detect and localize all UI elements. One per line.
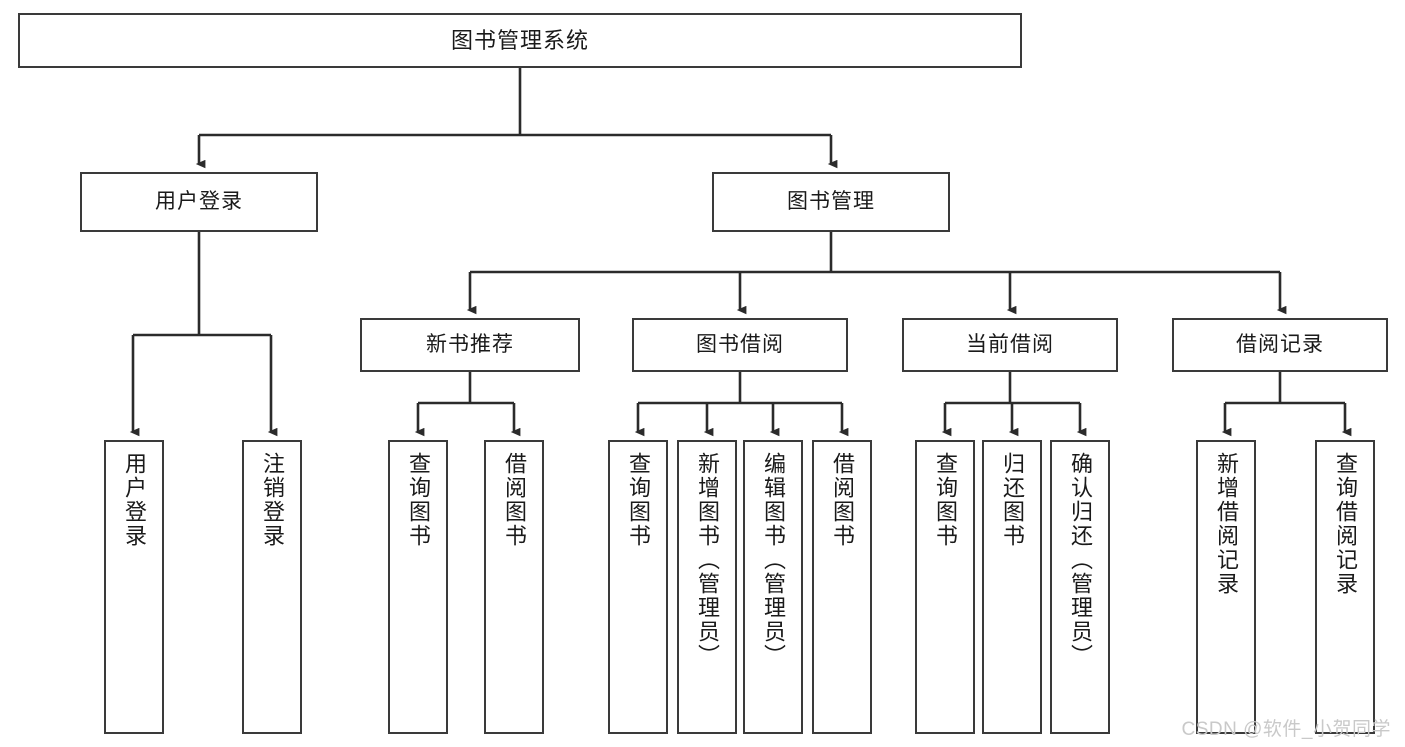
node-new-book-recommend[interactable]: 新书推荐: [360, 318, 580, 372]
watermark: CSDN @软件_小贺同学: [1181, 719, 1391, 740]
node-label: 借阅记录: [1236, 332, 1324, 356]
leaf-user-login[interactable]: 用户登录: [104, 440, 164, 734]
leaf-borrow-books[interactable]: 借阅图书: [812, 440, 872, 734]
node-label: 编辑图书（管理员）: [760, 452, 786, 668]
leaf-edit-book-admin[interactable]: 编辑图书（管理员）: [743, 440, 803, 734]
node-label: 确认归还（管理员）: [1067, 452, 1093, 668]
node-label: 查询图书: [405, 452, 431, 548]
node-book-borrow[interactable]: 图书借阅: [632, 318, 848, 372]
node-label: 图书管理: [787, 189, 875, 213]
leaf-logout[interactable]: 注销登录: [242, 440, 302, 734]
node-label: 归还图书: [999, 452, 1025, 548]
node-label: 用户登录: [121, 452, 147, 548]
node-root-system[interactable]: 图书管理系统: [18, 13, 1022, 68]
node-book-management[interactable]: 图书管理: [712, 172, 950, 232]
node-label: 注销登录: [259, 452, 285, 548]
node-label: 查询图书: [625, 452, 651, 548]
leaf-query-borrow-record[interactable]: 查询借阅记录: [1315, 440, 1375, 734]
node-user-login[interactable]: 用户登录: [80, 172, 318, 232]
node-label: 查询图书: [932, 452, 958, 548]
leaf-query-books-recommend[interactable]: 查询图书: [388, 440, 448, 734]
node-label: 图书管理系统: [450, 27, 589, 53]
leaf-query-books-current[interactable]: 查询图书: [915, 440, 975, 734]
node-label: 当前借阅: [966, 332, 1054, 356]
node-label: 用户登录: [155, 189, 243, 213]
leaf-confirm-return-admin[interactable]: 确认归还（管理员）: [1050, 440, 1110, 734]
node-label: 新书推荐: [426, 332, 514, 356]
leaf-query-books-borrow[interactable]: 查询图书: [608, 440, 668, 734]
leaf-return-books[interactable]: 归还图书: [982, 440, 1042, 734]
node-current-borrow[interactable]: 当前借阅: [902, 318, 1118, 372]
leaf-borrow-books-recommend[interactable]: 借阅图书: [484, 440, 544, 734]
node-label: 借阅图书: [501, 452, 527, 548]
node-label: 借阅图书: [829, 452, 855, 548]
node-label: 新增图书（管理员）: [694, 452, 720, 668]
node-label: 图书借阅: [696, 332, 784, 356]
node-label: 新增借阅记录: [1213, 452, 1239, 596]
leaf-add-borrow-record[interactable]: 新增借阅记录: [1196, 440, 1256, 734]
leaf-add-book-admin[interactable]: 新增图书（管理员）: [677, 440, 737, 734]
node-borrow-record[interactable]: 借阅记录: [1172, 318, 1388, 372]
node-label: 查询借阅记录: [1332, 452, 1358, 596]
